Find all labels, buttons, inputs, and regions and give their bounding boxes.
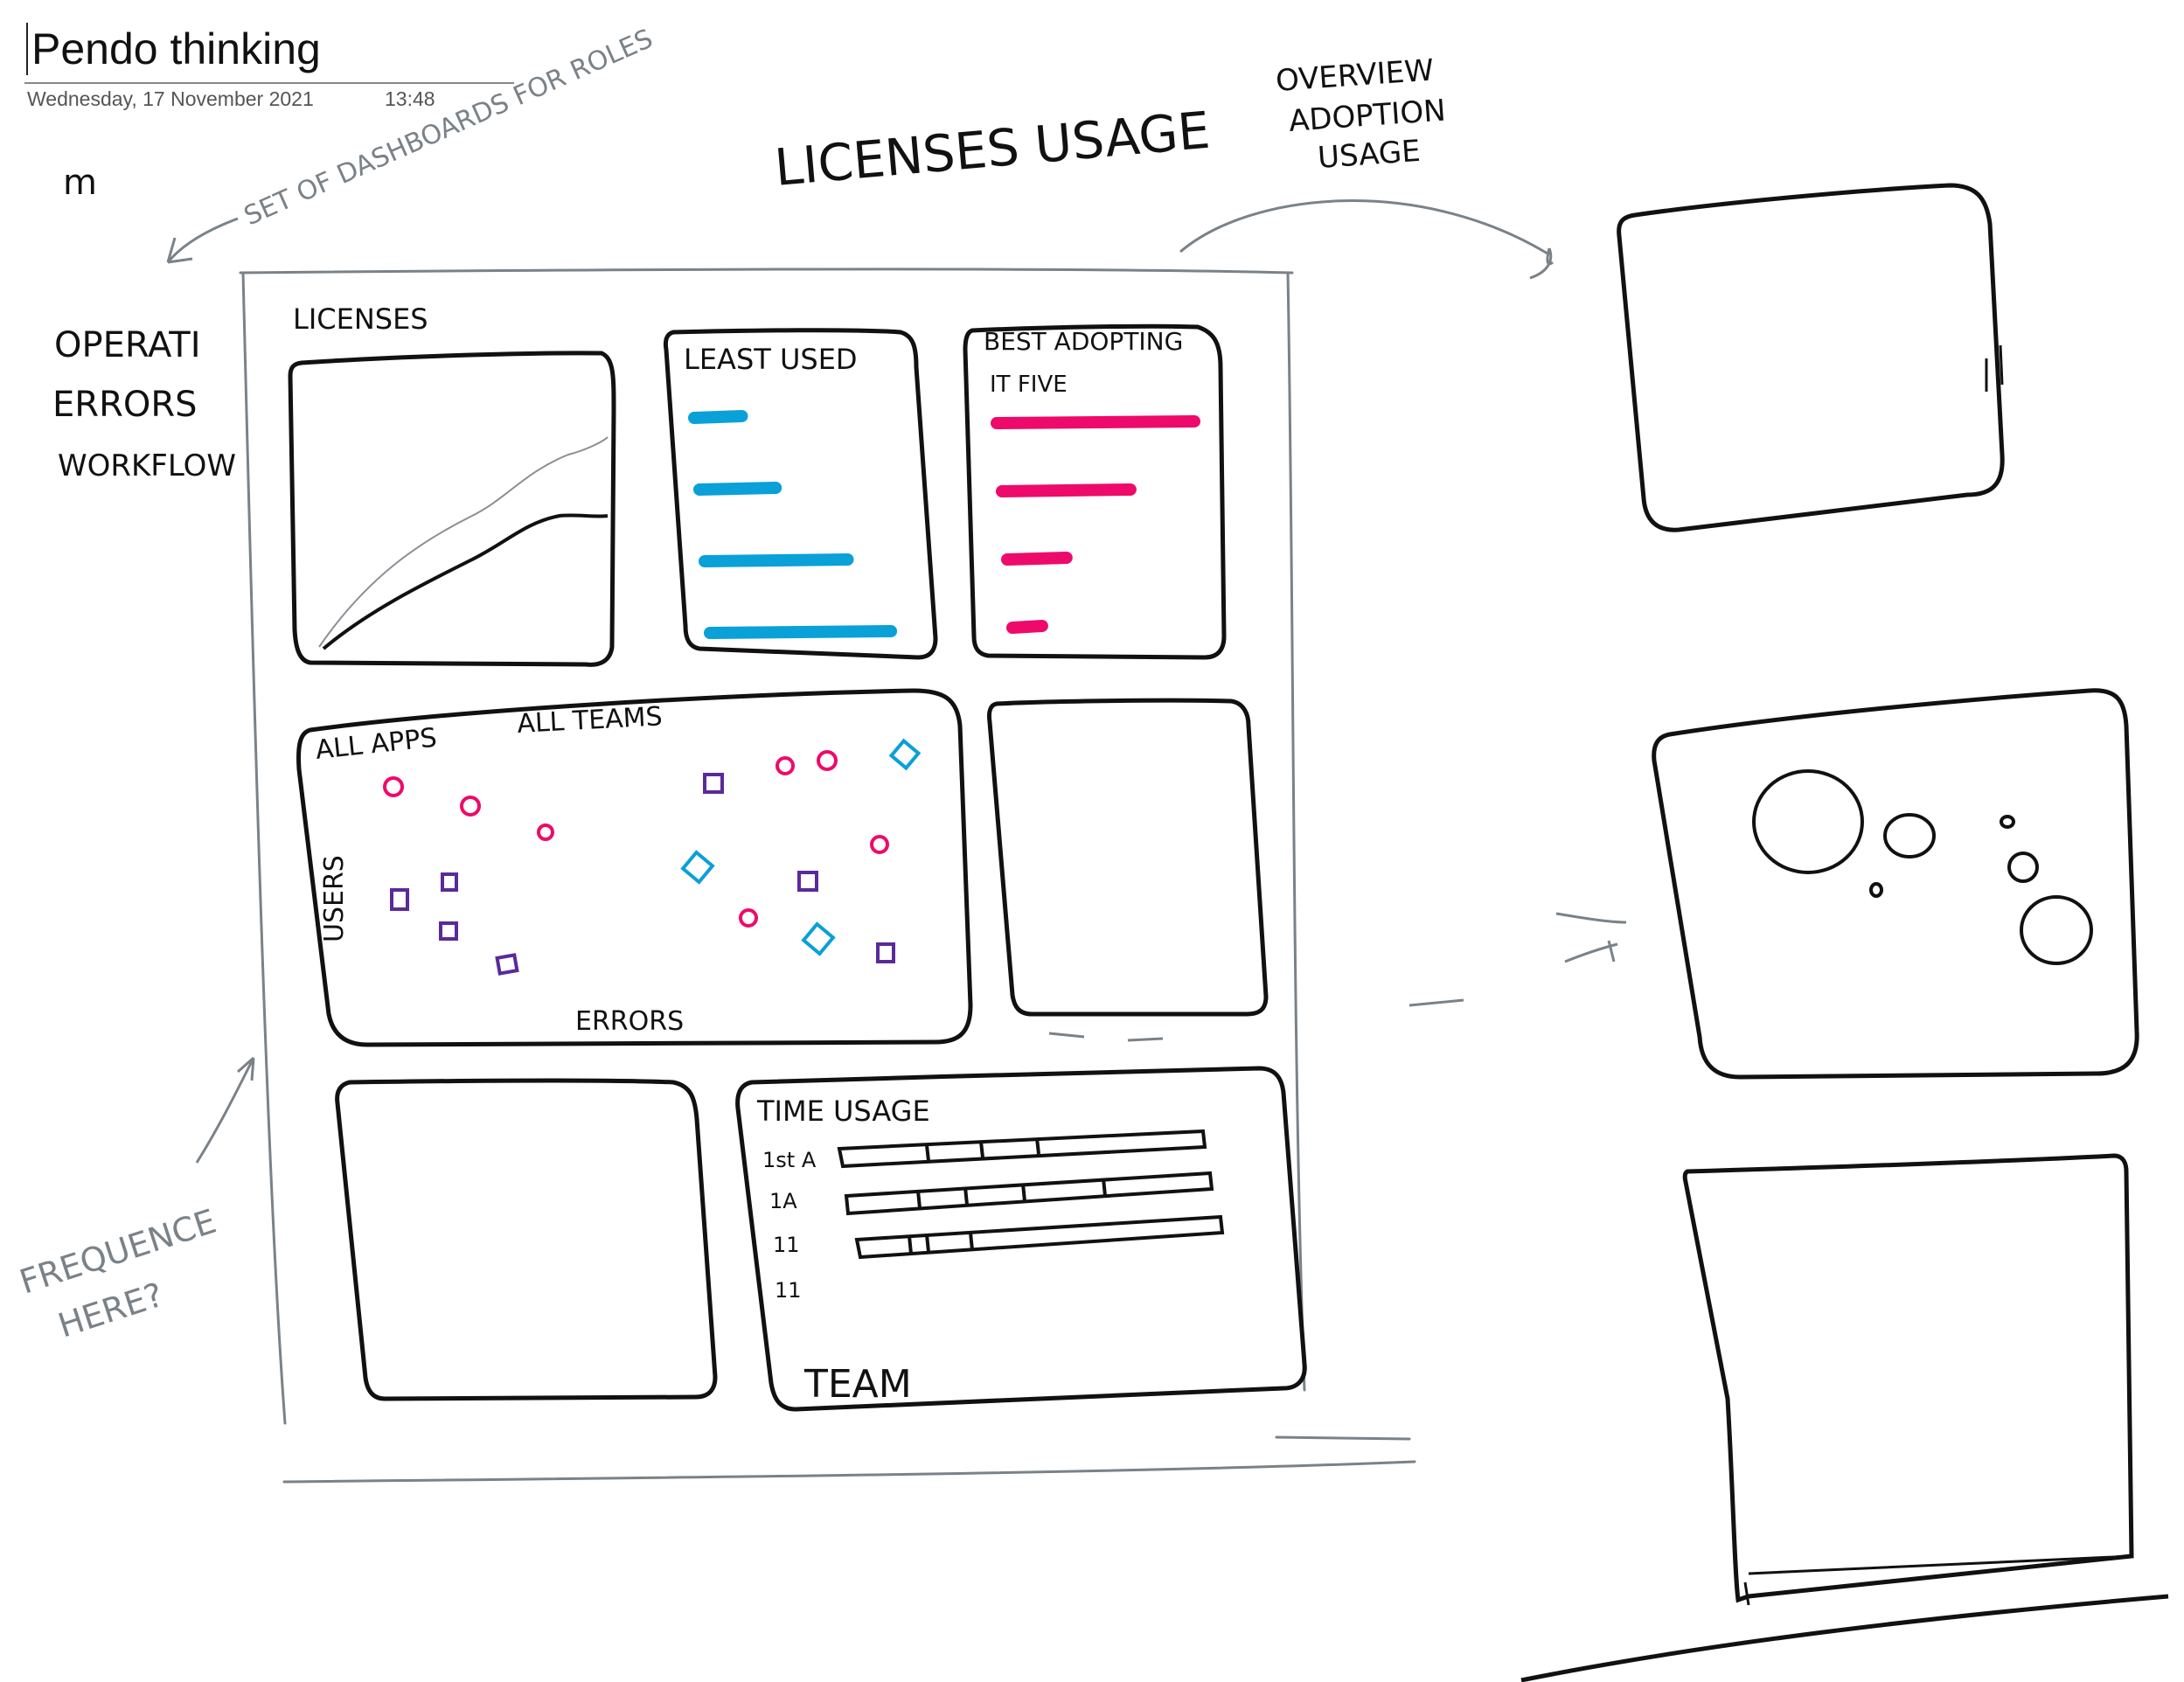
scatter-point-square bbox=[797, 871, 818, 892]
dashboards-note: SET OF DASHBOARDS FOR ROLES bbox=[240, 24, 657, 232]
best-adopting-bars bbox=[991, 415, 1200, 634]
overview-line-2: ADOPTION bbox=[1288, 94, 1447, 139]
scatter-point-circle bbox=[776, 756, 795, 775]
overview-line-3: USAGE bbox=[1317, 134, 1422, 176]
bubble bbox=[1752, 769, 1864, 874]
scatter-point-diamond bbox=[888, 738, 922, 771]
bar bbox=[991, 415, 1200, 429]
scatter-point-square bbox=[439, 921, 458, 941]
time-usage-row-label: 11 bbox=[773, 1233, 800, 1257]
bar bbox=[688, 410, 748, 424]
least-used-panel-border bbox=[663, 328, 938, 660]
right-box-bottom-mark bbox=[1743, 1554, 2134, 1606]
time-usage-bar bbox=[844, 1171, 1214, 1216]
bubble bbox=[2020, 895, 2093, 965]
time-usage-bar bbox=[854, 1214, 1225, 1260]
overview-arrow bbox=[1179, 199, 1548, 255]
bubble bbox=[2000, 815, 2015, 829]
time-usage-row-label: 1A bbox=[769, 1189, 797, 1213]
scatter-panel[interactable]: ALL APPS ALL TEAMS USERS ERRORS bbox=[296, 688, 973, 1047]
side-list-item-errors: ERRORS bbox=[52, 385, 198, 425]
licenses-usage-heading: LICENSES USAGE bbox=[772, 101, 1212, 198]
side-list-item-operations: OPERATI bbox=[54, 325, 201, 365]
time-usage-row-label: 11 bbox=[775, 1278, 802, 1303]
dashboard-frame bbox=[239, 268, 1416, 1484]
licenses-trend-line-black bbox=[322, 513, 609, 650]
least-used-bars bbox=[688, 410, 898, 639]
scatter-point-diamond bbox=[801, 921, 836, 956]
time-usage-stacked-bars bbox=[837, 1129, 1225, 1260]
bar bbox=[1001, 552, 1073, 566]
scatter-point-circle bbox=[739, 908, 758, 928]
scatter-point-circle bbox=[460, 796, 481, 817]
side-list-item-workflow: WORKFLOW bbox=[58, 448, 236, 483]
overview-line-1: OVERVIEW bbox=[1275, 52, 1435, 99]
overview-note: OVERVIEW ADOPTION USAGE bbox=[1275, 52, 1447, 176]
frequency-arrow bbox=[195, 1056, 255, 1164]
scribble-mark: m bbox=[63, 163, 97, 203]
scatter-point-square bbox=[495, 953, 519, 976]
panel-dash-mark bbox=[1048, 1032, 1164, 1042]
right-box-top[interactable] bbox=[1617, 183, 2005, 532]
frequency-note-line-1: FREQUENCE bbox=[15, 1202, 220, 1302]
time-usage-title: TIME USAGE bbox=[756, 1095, 930, 1128]
licenses-title: LICENSES bbox=[293, 302, 428, 336]
overview-arrowhead bbox=[1529, 247, 1554, 280]
licenses-trend-line-grey bbox=[318, 436, 609, 648]
time-usage-panel-border bbox=[735, 1066, 1307, 1412]
page-date: Wednesday, 17 November 2021 bbox=[27, 87, 314, 110]
scatter-point-diamond bbox=[680, 850, 715, 885]
scatter-point-square bbox=[441, 872, 458, 892]
scatter-point-circle bbox=[537, 824, 554, 841]
time-usage-bar bbox=[837, 1129, 1207, 1169]
bar bbox=[693, 482, 782, 496]
right-box-bubbles-border bbox=[1652, 688, 2139, 1080]
scatter-point-circle bbox=[383, 776, 404, 797]
bubble bbox=[1883, 813, 1936, 858]
least-used-panel[interactable]: LEAST USED bbox=[663, 328, 938, 660]
scatter-point-square bbox=[703, 773, 724, 794]
time-usage-row-label: 1st A bbox=[762, 1148, 817, 1172]
best-adopting-subtitle: IT FIVE bbox=[990, 372, 1068, 398]
best-adopting-title: BEST ADOPTING bbox=[984, 327, 1183, 356]
connector-dash bbox=[1408, 998, 1464, 1007]
right-box-top-mark bbox=[1985, 344, 2004, 392]
right-box-bubbles[interactable] bbox=[1652, 688, 2139, 1080]
scatter-point-square bbox=[390, 888, 409, 911]
page-title: Pendo thinking bbox=[26, 23, 321, 75]
bar bbox=[996, 483, 1137, 497]
right-box-bottom[interactable] bbox=[1682, 1153, 2134, 1603]
scatter-title-teams: ALL TEAMS bbox=[517, 701, 664, 740]
dashboards-arrowhead bbox=[166, 237, 193, 264]
dashboards-arrow bbox=[166, 217, 239, 263]
baseline-stroke bbox=[1520, 1594, 2169, 1682]
bubble bbox=[2007, 851, 2039, 883]
title-divider bbox=[24, 82, 514, 84]
bar bbox=[704, 625, 898, 639]
bubble bbox=[1869, 882, 1883, 898]
scatter-point-square bbox=[876, 942, 895, 963]
bar bbox=[699, 553, 854, 567]
time-usage-footer: TEAM bbox=[803, 1362, 912, 1407]
scatter-y-label: USERS bbox=[319, 855, 350, 942]
bubbles-pointer-arrow bbox=[1555, 912, 1627, 963]
empty-panel-middle[interactable] bbox=[987, 698, 1269, 1017]
best-adopting-panel-border bbox=[963, 323, 1227, 660]
side-list: OPERATI ERRORS WORKFLOW bbox=[52, 325, 236, 483]
time-usage-panel[interactable]: TIME USAGE 1st A 1A 11 11 TEAM bbox=[735, 1066, 1307, 1412]
empty-panel-bottom[interactable] bbox=[335, 1078, 718, 1401]
least-used-title: LEAST USED bbox=[684, 343, 858, 376]
licenses-panel[interactable]: LICENSES bbox=[288, 302, 616, 667]
scatter-point-circle bbox=[817, 750, 838, 771]
scatter-x-label: ERRORS bbox=[575, 1006, 684, 1037]
bar bbox=[1006, 620, 1048, 634]
page-time: 13:48 bbox=[385, 87, 435, 110]
licenses-panel-border bbox=[288, 351, 616, 667]
scatter-panel-border bbox=[296, 688, 973, 1047]
best-adopting-panel[interactable]: BEST ADOPTING IT FIVE bbox=[963, 323, 1227, 660]
scatter-points bbox=[383, 738, 922, 976]
scatter-point-circle bbox=[870, 835, 889, 854]
